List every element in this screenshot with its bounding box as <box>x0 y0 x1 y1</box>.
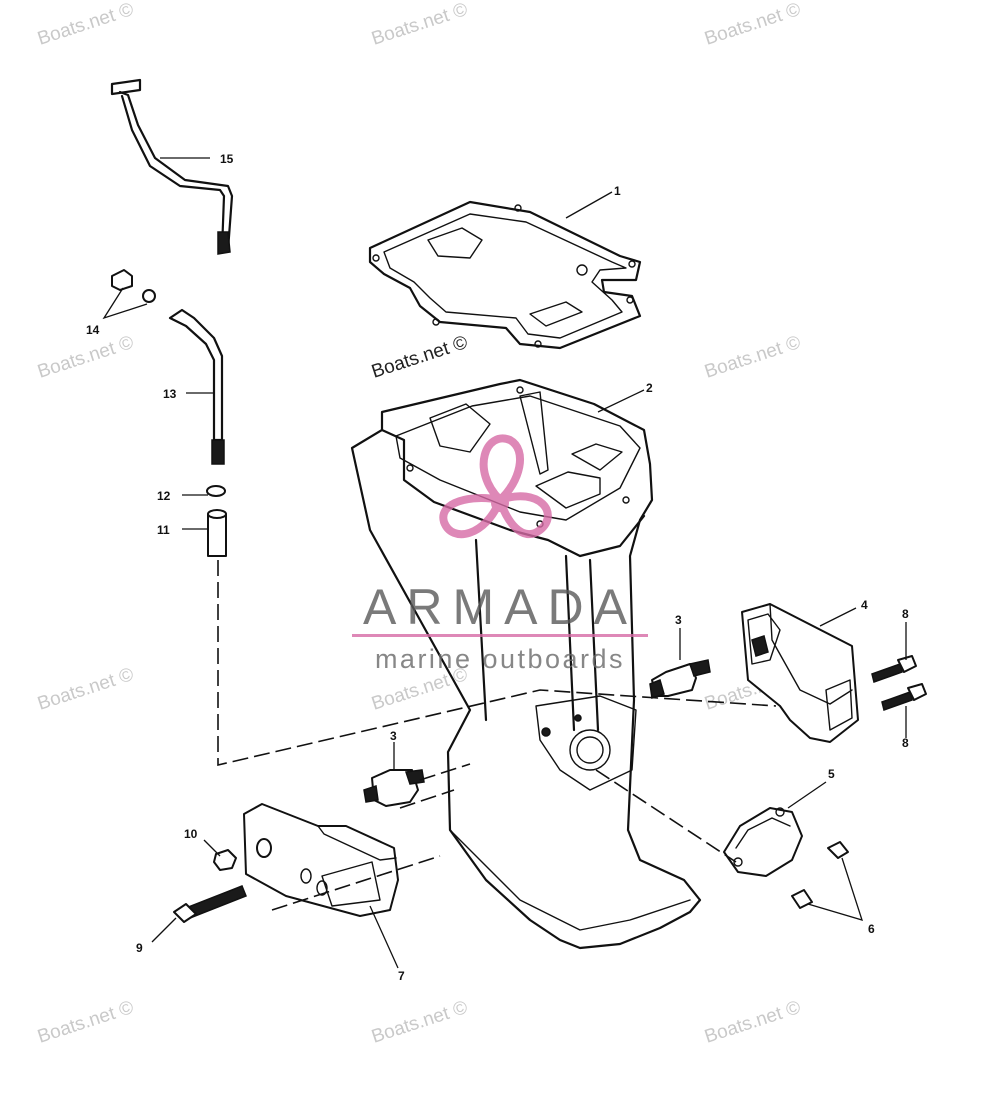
callout-12: 12 <box>157 489 171 503</box>
watermark: Boats.net © <box>35 332 136 383</box>
watermark: Boats.net © <box>702 997 803 1048</box>
watermark: Boats.net © <box>35 664 136 715</box>
part-8-bolts <box>871 655 927 711</box>
callout-6: 6 <box>868 922 875 936</box>
part-11-sleeve <box>207 509 227 557</box>
callout-14: 14 <box>86 323 100 337</box>
callout-13: 13 <box>163 387 177 401</box>
part-15-shift-rod <box>110 78 234 255</box>
callout-7: 7 <box>398 969 405 983</box>
watermark: Boats.net © <box>702 332 803 383</box>
watermark: Boats.net © <box>35 0 136 50</box>
callout-15: 15 <box>220 152 234 166</box>
callout-3: 3 <box>675 613 682 627</box>
alignment-lines <box>217 560 777 911</box>
part-1-gasket <box>368 200 642 350</box>
leader-lines <box>102 157 907 969</box>
part-14-fasteners <box>111 269 156 303</box>
callout-2: 2 <box>646 381 653 395</box>
part-3-lower-mount <box>363 769 425 807</box>
callout-8: 8 <box>902 607 909 621</box>
watermark: Boats.net © <box>369 997 470 1048</box>
callout-3: 3 <box>390 729 397 743</box>
logo-name: ARMADA <box>363 579 637 635</box>
part-7-lower-bracket <box>243 803 399 917</box>
callout-10: 10 <box>184 827 198 841</box>
armada-logo: ARMADA marine outboards <box>352 434 648 674</box>
logo-tagline: marine outboards <box>375 644 625 674</box>
propeller-logo-icon <box>439 434 552 539</box>
callout-4: 4 <box>861 598 868 612</box>
callout-5: 5 <box>828 767 835 781</box>
part-12-nut <box>206 485 226 497</box>
callout-8: 8 <box>902 736 909 750</box>
callout-11: 11 <box>157 523 170 537</box>
callout-1: 1 <box>614 184 621 198</box>
part-4-mount-bracket <box>741 603 859 743</box>
part-13-link-rod <box>168 308 225 465</box>
part-3-upper-mount <box>649 659 711 699</box>
watermark: Boats.net © <box>369 332 470 383</box>
watermark: Boats.net © <box>369 0 470 50</box>
part-2-driveshaft-housing <box>350 378 702 950</box>
part-9-bolt <box>173 885 247 923</box>
part-6-screws <box>791 841 849 909</box>
callout-numbers: 15 1 14 2 13 12 11 4 8 3 3 8 5 10 6 9 7 <box>86 152 909 983</box>
callout-9: 9 <box>136 941 143 955</box>
part-5-cover <box>723 807 803 877</box>
watermark: Boats.net © <box>702 0 803 50</box>
watermark: Boats.net © <box>35 997 136 1048</box>
watermarks: Boats.net © Boats.net © Boats.net © Boat… <box>35 0 803 1048</box>
